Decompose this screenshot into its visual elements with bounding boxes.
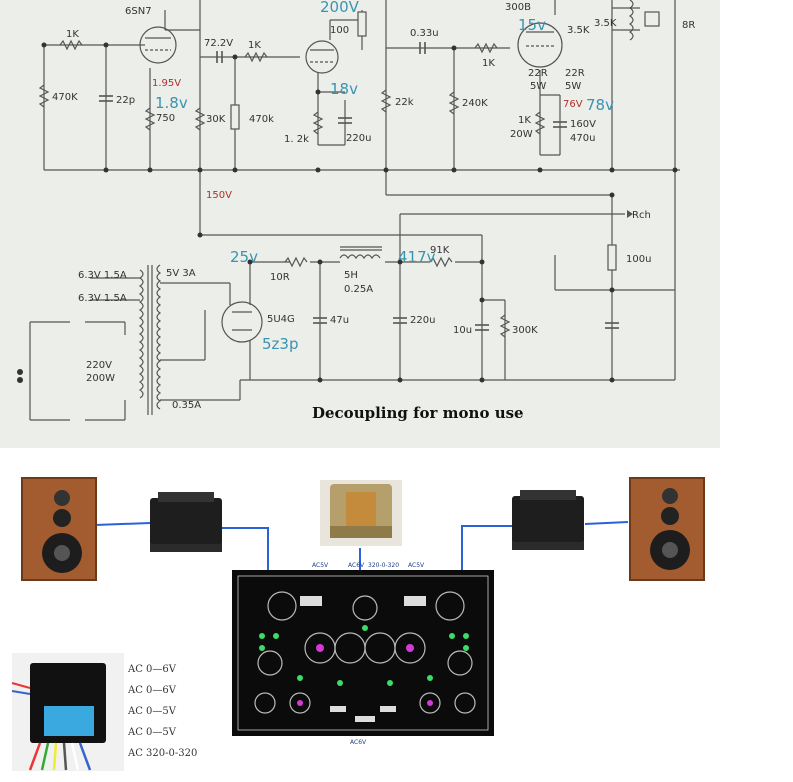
w-5w-b-label: 5W <box>565 81 581 92</box>
h-63-b-label: 6.3V 1.5A <box>78 293 127 304</box>
v-76-label: 76V <box>563 99 583 110</box>
z-35k-a-label: 3.5K <box>567 25 590 36</box>
v-417-label: 417v <box>398 248 436 266</box>
r-22k-label: 22k <box>395 97 414 108</box>
junction-dots <box>17 42 678 383</box>
c-10u-label: 10u <box>453 325 472 336</box>
w-20w-label: 20W <box>510 129 533 140</box>
r-1k-a-label: 1K <box>66 29 79 40</box>
r-22r-b-label: 22R <box>565 68 585 79</box>
c-033-label: 0.33u <box>410 28 439 39</box>
r-300k-label: 300K <box>512 325 538 336</box>
rch-label: Rch <box>632 210 651 221</box>
c-160v-label: 160V <box>570 119 596 130</box>
r-750-label: 750 <box>156 113 175 124</box>
schematic-panel: 6SN7 1K 470K 22p 1.95V 1.8v 750 72.2V 1K… <box>0 0 720 448</box>
left-output-transformer-image <box>150 492 222 552</box>
wiring-photos-panel: AC5V AC6V 320-0-320 AC5V AC6V AC 0—6V AC… <box>0 448 793 778</box>
r-240k-label: 240K <box>462 98 488 109</box>
r-1k-d-label: 1K <box>518 115 531 126</box>
v-18-label: 1.8v <box>155 94 188 112</box>
out-8r-label: 8R <box>682 20 695 31</box>
c-220u-b-label: 220u <box>410 315 435 326</box>
sec-035a-label: 0.35A <box>172 400 201 411</box>
pcb-ac6v-top-label: AC6V <box>348 562 365 569</box>
tap-item: AC 0—6V <box>127 664 177 675</box>
v-25-label: 25v <box>230 248 258 266</box>
amplifier-pcb-image: AC5V AC6V 320-0-320 AC5V AC6V <box>232 562 494 746</box>
v-195-label: 1.95V <box>152 78 181 89</box>
pcb-ac6v-bottom-label: AC6V <box>350 739 367 746</box>
mains-220-label: 220V <box>86 360 112 371</box>
schematic-wires <box>29 0 680 421</box>
right-speaker-image <box>629 477 705 581</box>
r-100-label: 100 <box>330 25 349 36</box>
tube-symbols <box>139 22 563 343</box>
v-78-label: 78v <box>586 96 614 114</box>
h-63-a-label: 6.3V 1.5A <box>78 270 127 281</box>
pcb-ac5v-right-label: AC5V <box>408 562 425 569</box>
transformer-tap-list: AC 0—6V AC 0—6V AC 0—5V AC 0—5V AC 320-0… <box>127 664 197 759</box>
power-transformer-photo <box>11 653 124 771</box>
r-12k-label: 1. 2k <box>284 134 309 145</box>
tap-item: AC 0—5V <box>127 706 177 717</box>
tube-300b-label: 300B <box>505 2 531 13</box>
l-025a-label: 0.25A <box>344 284 373 295</box>
r-91k-label: 91K <box>430 245 450 256</box>
v-150-label: 150V <box>206 190 232 201</box>
v-18b-label: 18v <box>330 80 358 98</box>
r-470k-b-label: 470k <box>249 114 274 125</box>
c-470u-label: 470u <box>570 133 595 144</box>
c-220u-a-label: 220u <box>346 133 371 144</box>
right-output-transformer-image <box>512 490 584 550</box>
tap-item: AC 0—6V <box>127 685 177 696</box>
c-100u-label: 100u <box>626 254 651 265</box>
tube-6sn7-label: 6SN7 <box>125 6 152 17</box>
tap-item: AC 320-0-320 <box>127 748 197 759</box>
w-5w-a-label: 5W <box>530 81 546 92</box>
v-top-label: 200V <box>320 0 360 16</box>
schematic-title: Decoupling for mono use <box>312 404 524 422</box>
r-22r-a-label: 22R <box>528 68 548 79</box>
r-470k-a-label: 470K <box>52 92 78 103</box>
c-47u-label: 47u <box>330 315 349 326</box>
r-30k-label: 30K <box>206 114 226 125</box>
v-15-label: 15v <box>518 16 546 34</box>
power-transformer-top-image <box>320 480 402 546</box>
v-5z3p-label: 5z3p <box>262 335 298 353</box>
capacitor-symbols <box>99 42 619 331</box>
r-1k-b-label: 1K <box>248 40 261 51</box>
resistor-symbols <box>38 11 617 338</box>
r-1k-c-label: 1K <box>482 58 495 69</box>
r-10r-label: 10R <box>270 272 290 283</box>
l-5h-label: 5H <box>344 270 358 281</box>
tap-item: AC 0—5V <box>127 727 177 738</box>
schematic-drawing: 6SN7 1K 470K 22p 1.95V 1.8v 750 72.2V 1K… <box>17 0 695 422</box>
rch-arrow-icon <box>627 210 633 218</box>
c-22p-label: 22p <box>116 95 135 106</box>
transformer-symbols <box>138 0 660 415</box>
connection-wires <box>94 521 629 573</box>
mains-200w-label: 200W <box>86 373 115 384</box>
tube-5u4g-label: 5U4G <box>267 314 295 325</box>
v-722-label: 72.2V <box>204 38 233 49</box>
left-speaker-image <box>21 477 97 581</box>
z-35k-b-label: 3.5K <box>594 18 617 29</box>
h-5v-label: 5V 3A <box>166 268 196 279</box>
pcb-ac5v-left-label: AC5V <box>312 562 329 569</box>
wiring-illustration: AC5V AC6V 320-0-320 AC5V AC6V AC 0—6V AC… <box>11 477 705 771</box>
pcb-hv-label: 320-0-320 <box>368 562 399 569</box>
